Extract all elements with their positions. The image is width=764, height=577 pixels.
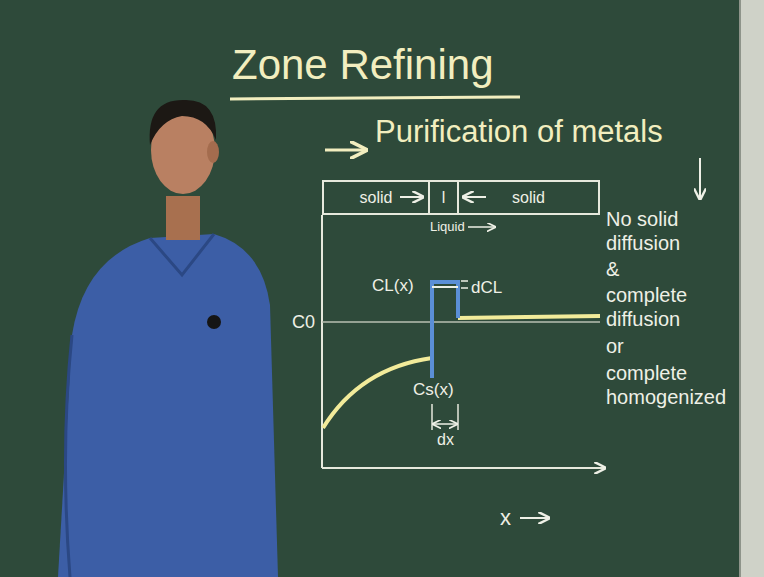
microphone — [207, 315, 221, 329]
segment-label: solid — [360, 189, 393, 207]
board-label: Purification of metals — [375, 113, 663, 150]
arm — [65, 335, 72, 577]
bar-segment: solid — [322, 180, 430, 215]
board-label: No solid diffusion — [606, 207, 736, 255]
board-label: or — [606, 334, 736, 358]
bullet-arrow — [325, 149, 364, 152]
liquid-zone — [432, 282, 458, 378]
liquid-arrow — [468, 226, 494, 228]
board-label: & — [606, 257, 736, 281]
initial-profile — [458, 316, 600, 318]
dx-guide — [457, 404, 459, 430]
shirt — [58, 234, 278, 577]
dcl-tick — [461, 287, 468, 289]
down-arrow — [699, 158, 701, 198]
y-axis — [321, 215, 323, 468]
c0-level — [322, 321, 600, 323]
board-label: dCL — [471, 278, 502, 298]
board-label: C0 — [292, 312, 315, 334]
dcl-step — [432, 286, 458, 288]
x-axis — [322, 467, 604, 469]
title: Zone Refining — [232, 40, 494, 90]
dx-arrow — [434, 423, 456, 425]
board-label: Liquid — [430, 219, 465, 235]
board-label: CL(x) — [372, 276, 414, 296]
board-label: x — [500, 505, 511, 531]
hair — [150, 100, 216, 145]
lecturer — [58, 100, 278, 577]
board-frame — [740, 0, 764, 577]
board-label: dx — [437, 430, 454, 449]
ear — [207, 141, 219, 163]
bar-arrow — [400, 196, 422, 198]
bar-segment: l — [428, 180, 459, 215]
bar-segment: solid — [457, 180, 600, 215]
dx-guide — [431, 404, 433, 430]
board-edge — [739, 0, 741, 577]
x-direction-arrow — [520, 517, 548, 519]
board-label: Cs(x) — [413, 380, 454, 400]
board-label: complete diffusion — [606, 283, 736, 331]
collar — [150, 234, 214, 275]
title-underline — [230, 97, 520, 99]
board-label: complete homogenized — [606, 361, 736, 409]
neck — [166, 196, 200, 240]
dcl-tick — [461, 280, 468, 282]
bar-arrow — [464, 196, 486, 198]
segment-label: l — [442, 189, 446, 207]
segment-label: solid — [512, 189, 545, 207]
